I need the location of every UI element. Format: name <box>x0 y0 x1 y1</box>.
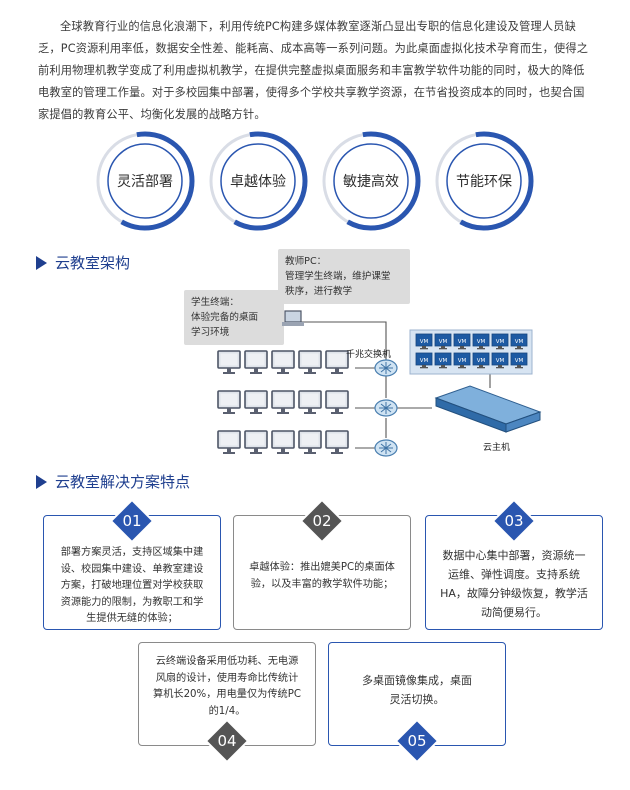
cloud-host-icon <box>434 385 542 433</box>
ring-icon <box>434 131 534 231</box>
diamond-icon <box>299 498 345 544</box>
diamond-icon <box>109 498 155 544</box>
switch-label: 千兆交换机 <box>346 350 392 360</box>
host-label: 云主机 <box>483 443 511 453</box>
ring-icon <box>208 131 308 231</box>
triangle-icon <box>36 474 47 489</box>
architecture-title: 云教室架构 <box>36 252 130 273</box>
feature-circle-agile: 敏捷高效 <box>316 126 426 236</box>
triangle-icon <box>36 255 47 270</box>
teacher-callout: 教师PC： 管理学生终端，维护课堂 秩序，进行教学 <box>278 249 410 304</box>
ring-icon <box>321 131 421 231</box>
badge-01: 01 <box>109 498 155 544</box>
solution-title: 云教室解决方案特点 <box>36 471 190 492</box>
badge-05: 05 <box>394 718 440 764</box>
switch-icons <box>374 359 398 457</box>
badge-04: 04 <box>204 718 250 764</box>
feature-circle-experience: 卓越体验 <box>203 126 313 236</box>
card-text: 部署方案灵活，支持区域集中建设、校园集中建设、单教室建设方案，打破地理位置对学校… <box>60 547 204 624</box>
architecture-diagram: VM <box>217 310 542 457</box>
card-text: 数据中心集中部署，资源统一运维、弹性调度。支持系统HA，故障分钟级恢复，教学活动… <box>440 549 588 619</box>
vm-board <box>409 329 533 375</box>
badge-02: 02 <box>299 498 345 544</box>
badge-03: 03 <box>491 498 537 544</box>
ring-icon <box>95 131 195 231</box>
student-terminals <box>217 350 349 455</box>
diamond-icon <box>491 498 537 544</box>
card-text: 云终端设备采用低功耗、无电源风扇的设计，使用寿命比传统计算机长20%，用电量仅为… <box>153 656 301 717</box>
feature-label: 敏捷高效 <box>343 174 399 190</box>
feature-circle-green: 节能环保 <box>429 126 539 236</box>
feature-label: 节能环保 <box>456 174 512 190</box>
diamond-icon <box>394 718 440 764</box>
diamond-icon <box>204 718 250 764</box>
feature-circle-flexible: 灵活部署 <box>90 126 200 236</box>
feature-label: 灵活部署 <box>117 174 173 190</box>
intro-paragraph: 全球教育行业的信息化浪潮下，利用传统PC构建多媒体教室逐渐凸显出专职的信息化建设… <box>38 20 589 121</box>
card-text: 多桌面镜像集成，桌面灵活切换。 <box>362 674 472 706</box>
student-callout: 学生终端： 体验完备的桌面 学习环境 <box>184 290 284 345</box>
card-text: 卓越体验：推出媲美PC的桌面体验，以及丰富的教学软件功能； <box>249 562 395 590</box>
feature-label: 卓越体验 <box>230 174 286 190</box>
teacher-pc-icon <box>282 310 304 326</box>
solution-card-02: 卓越体验：推出媲美PC的桌面体验，以及丰富的教学软件功能； <box>233 515 411 630</box>
